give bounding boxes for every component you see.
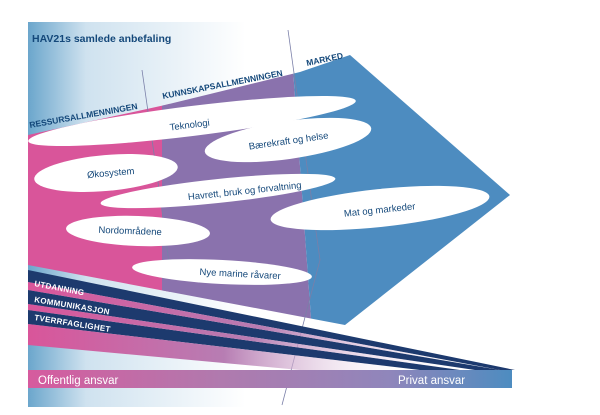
band-gap-1: [28, 282, 500, 370]
band-gap-2: [28, 304, 475, 370]
bar-label-right: Privat ansvar: [398, 375, 465, 387]
blob-havrett: [100, 173, 336, 209]
blob-nordomradene: [66, 215, 210, 247]
blob-nye-marine: [132, 259, 312, 285]
bands: [28, 270, 515, 370]
blob-mat: [270, 185, 490, 231]
label-teknologi: Teknologi: [169, 118, 210, 134]
blob-okosystem: [34, 154, 178, 192]
band-utdanning: [28, 270, 515, 370]
blob-baerekraft: [204, 117, 372, 163]
label-okosystem: Økosystem: [87, 166, 135, 181]
title: HAV21s samlede anbefaling: [32, 33, 171, 45]
bar-label-left: Offentlig ansvar: [38, 375, 119, 387]
blob-teknologi: [28, 95, 356, 147]
band-gap-3: [28, 324, 420, 370]
responsibility-bar: [28, 370, 512, 388]
label-nordomradene: Nordområdene: [98, 225, 162, 238]
label-nye-marine: Nye marine råvarer: [199, 267, 281, 282]
topic-blobs: [28, 95, 490, 285]
